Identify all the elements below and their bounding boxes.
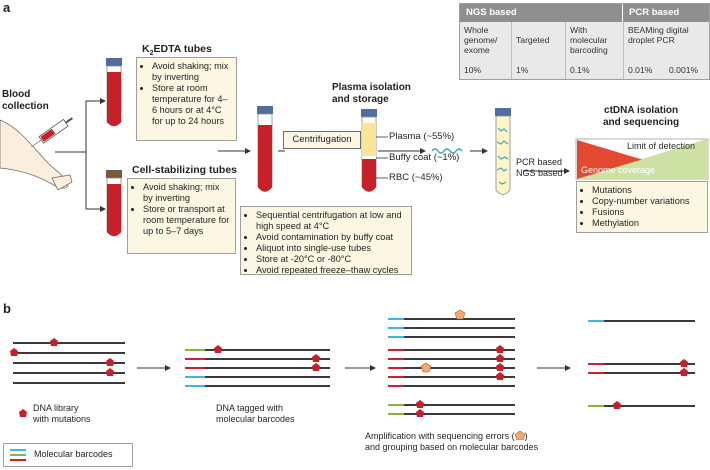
edta-notes: Avoid shaking; mix by inverting Store at… <box>136 57 237 141</box>
limit-of-detection-label: Limit of detection <box>627 141 696 151</box>
error-marker <box>420 362 432 373</box>
panel-a-graphics <box>0 58 709 237</box>
outcomes-notes: Mutations Copy-number variations Fusions… <box>576 181 708 233</box>
library-mutations <box>10 338 114 376</box>
plasma-title: Plasma isolation and storage <box>332 82 411 105</box>
table-col-whole-genome: Whole genome/ exome 10% <box>460 22 512 79</box>
rbc-label: RBC (~45%) <box>389 172 443 183</box>
branch-arrows <box>55 100 482 210</box>
sensitivity-table: NGS based PCR based Whole genome/ exome … <box>459 3 710 80</box>
panel-b-letter: b <box>3 301 11 316</box>
consensus-mutations <box>613 359 688 409</box>
tagged-strands <box>185 349 330 387</box>
processing-notes: Sequential centrifugation at low and hig… <box>240 206 412 275</box>
barcode-legend-label: Molecular barcodes <box>34 449 113 459</box>
tagged-label: DNA tagged with molecular barcodes <box>216 403 295 424</box>
stabilizing-notes: Avoid shaking; mix by inverting Store or… <box>127 178 236 254</box>
library-strands <box>13 342 125 384</box>
ctdna-title: ctDNA isolation and sequencing <box>603 105 680 128</box>
panel-a-letter: a <box>3 0 11 15</box>
barcode-legend-swatch <box>10 449 26 461</box>
table-col-targeted: Targeted 1% <box>512 22 566 79</box>
genome-coverage-label: Genome coverage <box>581 165 656 175</box>
library-label: DNA library with mutations <box>33 403 91 424</box>
separated-tube-icon <box>361 109 377 192</box>
detection-coverage-chart <box>575 138 709 180</box>
error-legend-icon <box>514 430 525 441</box>
consensus-strands <box>588 320 695 407</box>
plasma-fraction-label: Plasma (~55%) <box>389 131 455 142</box>
tagged-mutations <box>214 345 320 371</box>
method-labels: PCR based NGS based <box>516 157 563 178</box>
arm-illustration <box>0 119 73 191</box>
buffy-coat-label: Buffy coat (~1%) <box>389 152 460 163</box>
arrow-heads <box>100 98 570 212</box>
amplified-mutations <box>416 345 504 417</box>
table-col-barcoding: With molecular barcoding 0.1% <box>566 22 624 79</box>
amplified-strands <box>388 318 515 415</box>
ngs-header: NGS based <box>460 4 623 22</box>
pcr-header: PCR based <box>623 4 709 22</box>
panel-b-graphics <box>10 309 695 417</box>
amplification-label: Amplification with sequencing errors () … <box>365 430 539 452</box>
barcode-legend: Molecular barcodes <box>3 443 133 467</box>
centrifugation-box: Centrifugation <box>283 131 361 149</box>
fraction-leaders <box>376 136 388 179</box>
table-col-pcr: BEAMing digital droplet PCR 0.01% 0.001% <box>628 25 699 75</box>
stabilizing-tube-icon <box>106 170 122 237</box>
stabilizing-title: Cell-stabilizing tubes <box>132 164 238 176</box>
syringe-icon <box>31 117 73 148</box>
error-marker <box>454 309 466 320</box>
plasma-tube-icon <box>495 108 511 195</box>
blood-tube-icon <box>257 106 273 192</box>
blood-collection-label: Blood collection <box>2 89 49 112</box>
mutation-legend-icon <box>19 409 27 417</box>
edta-tube-icon <box>106 58 122 127</box>
edta-title: K2EDTA tubes <box>142 43 212 58</box>
